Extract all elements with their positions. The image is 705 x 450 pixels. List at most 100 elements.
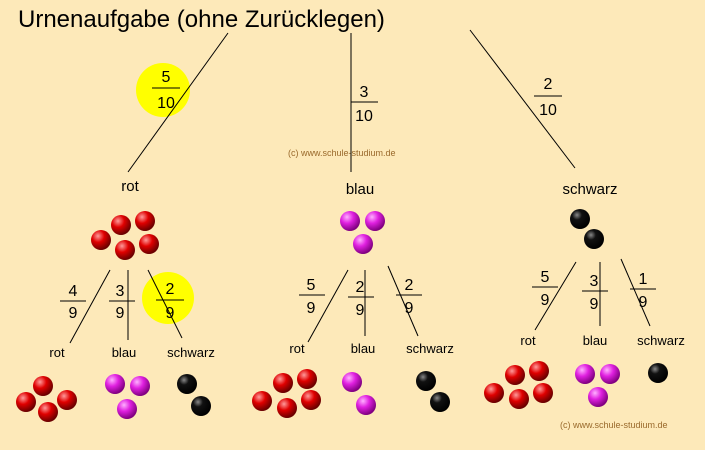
- ball-rot: [252, 391, 272, 411]
- fraction-rot-rot: 4 9: [60, 283, 86, 322]
- urn-rot-rot: [16, 376, 77, 422]
- edge-blau-rot: [307, 269, 349, 343]
- ball-blau: [117, 399, 137, 419]
- ball-rot: [529, 361, 549, 381]
- ball-blau: [600, 364, 620, 384]
- leaf-label-blau-schwarz: schwarz: [406, 341, 454, 356]
- ball-blau: [105, 374, 125, 394]
- ball-blau: [588, 387, 608, 407]
- ball-rot: [509, 389, 529, 409]
- ball-blau: [342, 372, 362, 392]
- ball-rot: [505, 365, 525, 385]
- fraction-root-rot: 5 10: [152, 69, 180, 112]
- edge-schwarz-schwarz: [620, 258, 651, 327]
- leaf-label-rot-rot: rot: [49, 345, 65, 360]
- copyright-bottom: (c) www.schule-studium.de: [560, 420, 668, 430]
- copyright-center: (c) www.schule-studium.de: [288, 148, 396, 158]
- ball-rot: [139, 234, 159, 254]
- fraction-rot-schwarz: 2 9: [156, 281, 184, 322]
- ball-rot: [301, 390, 321, 410]
- ball-rot: [91, 230, 111, 250]
- fraction-numerator: 3: [590, 273, 599, 290]
- node-label-rot: rot: [121, 178, 139, 195]
- fraction-root-schwarz: 2 10: [534, 76, 562, 119]
- fraction-schwarz-schwarz: 1 9: [630, 271, 656, 311]
- fraction-denominator: 9: [590, 296, 599, 313]
- fraction-numerator: 4: [69, 283, 78, 300]
- ball-rot: [273, 373, 293, 393]
- fraction-blau-rot: 5 9: [299, 277, 325, 317]
- edge-blau-schwarz: [387, 265, 419, 337]
- fraction-numerator: 5: [541, 269, 550, 286]
- fraction-numerator: 2: [166, 281, 175, 298]
- ball-schwarz: [416, 371, 436, 391]
- fraction-numerator: 3: [116, 283, 125, 300]
- fraction-numerator: 2: [544, 76, 553, 93]
- urn-after-blau: [340, 211, 385, 254]
- node-label-blau: blau: [346, 181, 374, 198]
- ball-blau: [365, 211, 385, 231]
- ball-blau: [356, 395, 376, 415]
- fraction-schwarz-blau: 3 9: [582, 273, 608, 313]
- fraction-denominator: 9: [541, 292, 550, 309]
- fraction-numerator: 2: [356, 279, 365, 296]
- ball-rot: [38, 402, 58, 422]
- fraction-blau-schwarz: 2 9: [396, 277, 422, 317]
- fraction-denominator: 9: [116, 305, 125, 322]
- node-label-schwarz: schwarz: [562, 181, 617, 198]
- ball-blau: [575, 364, 595, 384]
- edge-root-schwarz: [469, 29, 576, 169]
- edge-rot-schwarz: [147, 269, 183, 339]
- fraction-numerator: 1: [639, 271, 648, 288]
- urn-blau-blau: [342, 372, 376, 415]
- fraction-blau-blau: 2 9: [348, 279, 374, 319]
- urn-rot-blau: [105, 374, 150, 419]
- leaf-label-blau-rot: rot: [289, 341, 305, 356]
- diagram-title: Urnenaufgabe (ohne Zurücklegen): [18, 6, 385, 33]
- leaf-label-schwarz-blau: blau: [583, 333, 608, 348]
- leaf-label-schwarz-schwarz: schwarz: [637, 333, 685, 348]
- fraction-denominator: 9: [307, 300, 316, 317]
- ball-schwarz: [584, 229, 604, 249]
- leaf-label-blau-blau: blau: [351, 341, 376, 356]
- urn-blau-schwarz: [416, 371, 450, 412]
- ball-rot: [297, 369, 317, 389]
- fraction-numerator: 5: [162, 69, 171, 86]
- urn-after-rot: [91, 211, 159, 260]
- ball-rot: [135, 211, 155, 231]
- urn-schwarz-schwarz: [648, 363, 668, 383]
- ball-rot: [277, 398, 297, 418]
- fraction-numerator: 2: [405, 277, 414, 294]
- leaf-label-schwarz-rot: rot: [520, 333, 536, 348]
- urn-rot-schwarz: [177, 374, 211, 416]
- fraction-schwarz-rot: 5 9: [532, 269, 558, 309]
- ball-blau: [353, 234, 373, 254]
- fraction-root-blau: 3 10: [351, 84, 378, 125]
- ball-blau: [340, 211, 360, 231]
- ball-schwarz: [191, 396, 211, 416]
- fraction-denominator: 10: [157, 95, 175, 112]
- ball-rot: [16, 392, 36, 412]
- highlight-rot-level1: [136, 63, 190, 117]
- ball-schwarz: [648, 363, 668, 383]
- urn-schwarz-blau: [575, 364, 620, 407]
- ball-rot: [57, 390, 77, 410]
- fraction-denominator: 9: [639, 294, 648, 311]
- edge-rot-rot: [69, 269, 111, 344]
- ball-schwarz: [177, 374, 197, 394]
- fraction-denominator: 10: [539, 102, 557, 119]
- ball-schwarz: [430, 392, 450, 412]
- ball-rot: [484, 383, 504, 403]
- fraction-numerator: 5: [307, 277, 316, 294]
- fraction-denominator: 9: [405, 300, 414, 317]
- fraction-denominator: 10: [355, 108, 373, 125]
- fraction-denominator: 9: [356, 302, 365, 319]
- ball-schwarz: [570, 209, 590, 229]
- fraction-denominator: 9: [69, 305, 78, 322]
- ball-rot: [111, 215, 131, 235]
- fraction-numerator: 3: [360, 84, 369, 101]
- ball-blau: [130, 376, 150, 396]
- ball-rot: [115, 240, 135, 260]
